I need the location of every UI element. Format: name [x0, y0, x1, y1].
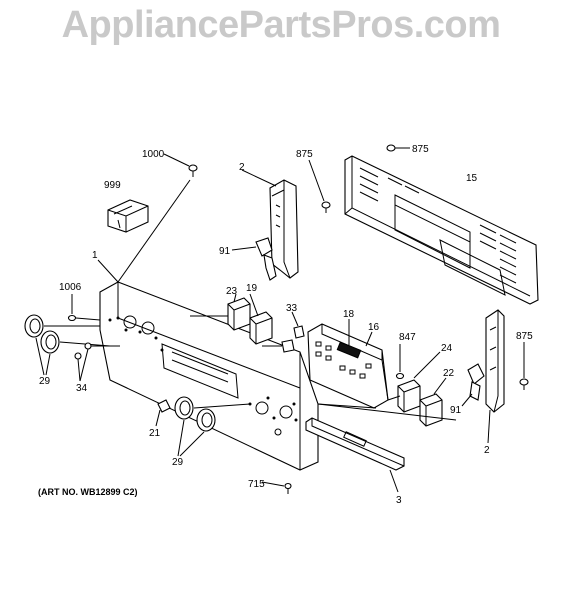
- callout-2-right: 2: [484, 445, 490, 456]
- watermark: AppliancePartsPros.com: [61, 4, 501, 46]
- callout-1000: 1000: [142, 149, 165, 160]
- part-2-left-bracket: [241, 169, 299, 279]
- callout-715: 715: [248, 479, 265, 490]
- part-15-back-panel: [344, 155, 539, 305]
- part-1-control-panel: [97, 179, 319, 471]
- art-number: (ART NO. WB12899 C2): [38, 487, 138, 497]
- callout-1: 1: [92, 250, 98, 261]
- part-21-knob: [155, 399, 171, 427]
- part-29-knobs-left: [24, 314, 111, 376]
- callout-875-top: 875: [412, 144, 429, 155]
- callout-3: 3: [396, 495, 402, 506]
- part-875-screw-right: [519, 342, 529, 390]
- part-24-switch: [397, 351, 441, 413]
- part-33-small-parts: [262, 311, 305, 353]
- callout-91-left: 91: [219, 246, 231, 257]
- part-23-switch: [190, 293, 251, 331]
- part-29-knobs-right: [174, 396, 251, 457]
- callout-34: 34: [76, 383, 88, 394]
- part-1000-screw: [163, 153, 198, 177]
- part-2-right-bracket: [485, 309, 505, 444]
- callout-24: 24: [441, 343, 453, 354]
- part-875-screw-top: [386, 144, 410, 152]
- callout-21: 21: [149, 428, 161, 439]
- callout-1006: 1006: [59, 282, 82, 293]
- part-3-trim: [305, 403, 457, 493]
- callout-23: 23: [226, 286, 238, 297]
- callout-29-right: 29: [172, 457, 184, 468]
- part-875-screw-mid: [308, 159, 331, 213]
- callout-19: 19: [246, 283, 258, 294]
- callout-2-left: 2: [239, 162, 245, 173]
- part-16-control-board: [307, 319, 389, 409]
- callout-91-right: 91: [450, 405, 462, 416]
- callout-18: 18: [343, 309, 355, 320]
- callout-15: 15: [466, 173, 478, 184]
- part-19-switch: [249, 293, 273, 345]
- part-999-box: [107, 199, 149, 233]
- callout-847: 847: [399, 332, 416, 343]
- part-715-screw: [261, 481, 292, 494]
- part-1006-screw: [67, 294, 101, 322]
- callout-875-right: 875: [516, 331, 533, 342]
- callout-22: 22: [443, 368, 455, 379]
- callout-33: 33: [286, 303, 298, 314]
- callout-875-mid: 875: [296, 149, 313, 160]
- callout-29-left: 29: [39, 376, 51, 387]
- callout-999: 999: [104, 180, 121, 191]
- part-34-clips: [74, 342, 120, 382]
- part-91-switch-left: [231, 237, 277, 281]
- callout-16: 16: [368, 322, 380, 333]
- part-847-screw: [395, 344, 405, 380]
- part-91-switch-right: [461, 363, 485, 407]
